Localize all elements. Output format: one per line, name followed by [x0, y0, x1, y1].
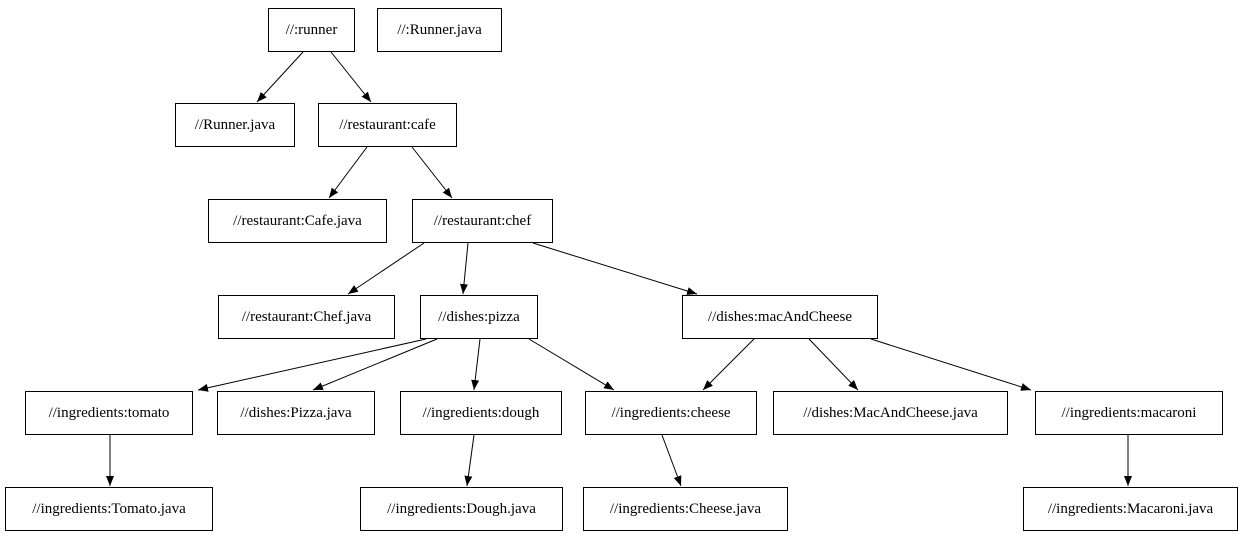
edge-mac-to-cheese	[702, 338, 755, 391]
edge-cafe-to-chef	[411, 146, 453, 199]
node-tomato: //ingredients:tomato	[25, 391, 193, 435]
node-tomato-java: //ingredients:Tomato.java	[5, 487, 213, 531]
edge-chef-to-chef-java	[347, 242, 425, 295]
node-runner-java: //Runner.java	[175, 103, 295, 147]
edge-runner-to-cafe	[330, 51, 372, 103]
edge-dough-to-dough-java	[464, 434, 475, 487]
node-macaroni: //ingredients:macaroni	[1035, 391, 1223, 435]
node-chef-java: //restaurant:Chef.java	[218, 295, 395, 339]
edge-pizza-to-tomato	[197, 338, 427, 392]
node-mac-java: //dishes:MacAndCheese.java	[773, 391, 1008, 435]
edge-runner-to-runner-java	[256, 51, 304, 103]
edge-pizza-to-cheese	[528, 338, 615, 391]
node-dough-java: //ingredients:Dough.java	[360, 487, 563, 531]
node-pizza: //dishes:pizza	[420, 295, 538, 339]
edge-chef-to-pizza	[459, 242, 469, 295]
edge-pizza-to-pizza-java	[312, 338, 438, 391]
node-runner: //:runner	[268, 8, 355, 52]
edge-cheese-to-cheese-java	[661, 434, 682, 487]
node-cheese: //ingredients:cheese	[585, 391, 757, 435]
node-dough: //ingredients:dough	[400, 391, 562, 435]
node-cheese-java: //ingredients:Cheese.java	[583, 487, 788, 531]
node-mac: //dishes:macAndCheese	[682, 295, 878, 339]
node-cafe-java: //restaurant:Cafe.java	[208, 199, 387, 243]
node-cafe: //restaurant:cafe	[318, 103, 457, 147]
edge-chef-to-mac	[532, 242, 698, 295]
edge-mac-to-macaroni	[870, 338, 1032, 391]
node-macaroni-java: //ingredients:Macaroni.java	[1023, 487, 1238, 531]
node-runner-java-iso: //:Runner.java	[377, 8, 502, 52]
edge-cafe-to-cafe-java	[328, 146, 368, 199]
edge-mac-to-mac-java	[808, 338, 859, 391]
node-chef: //restaurant:chef	[412, 199, 553, 243]
edge-pizza-to-dough	[471, 338, 481, 391]
node-pizza-java: //dishes:Pizza.java	[217, 391, 375, 435]
